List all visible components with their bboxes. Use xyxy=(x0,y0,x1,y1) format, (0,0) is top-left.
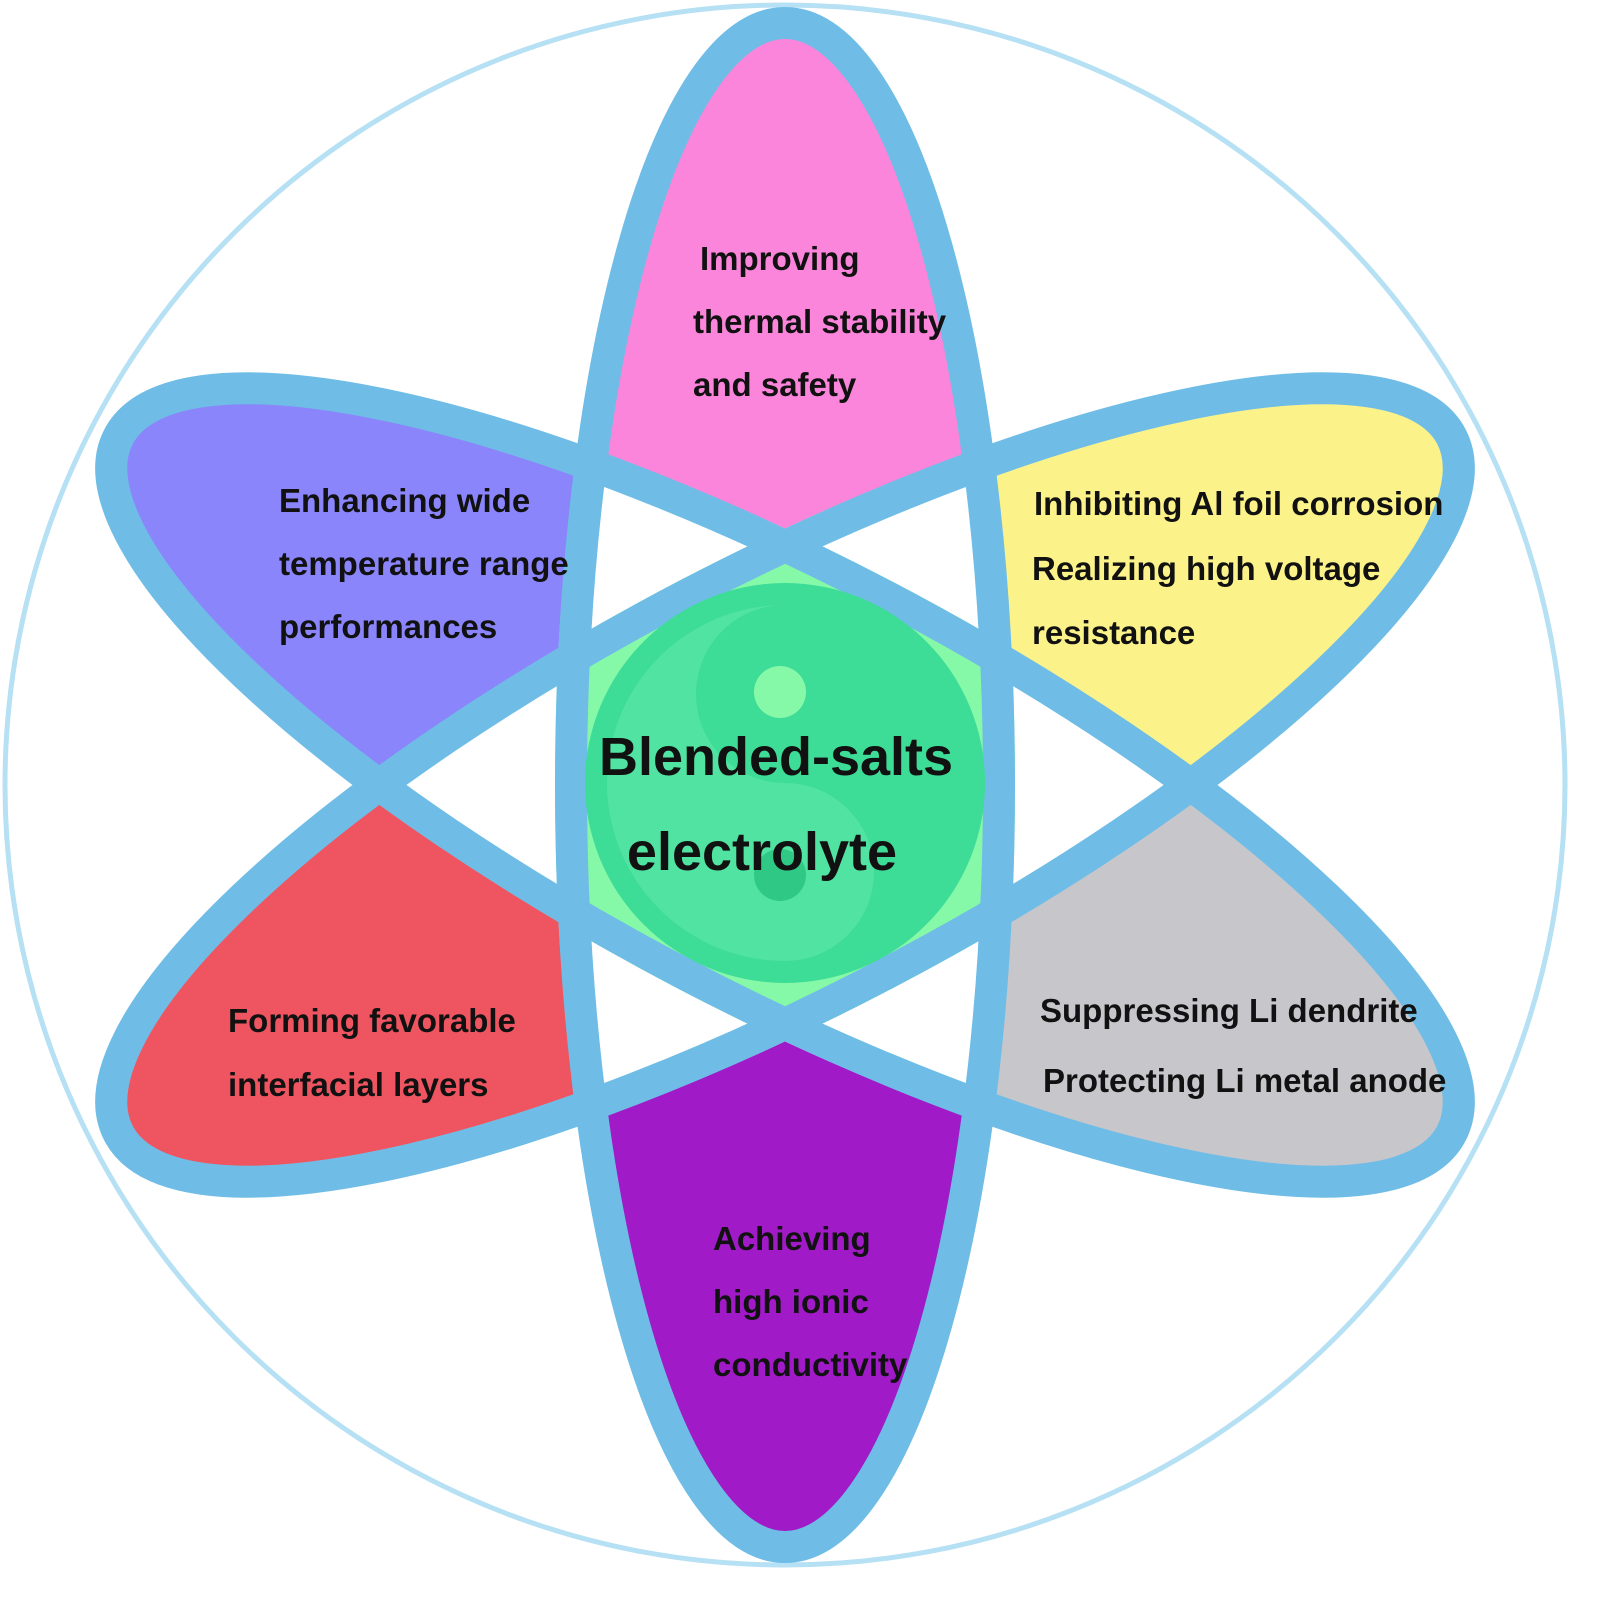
svg-text:high ionic: high ionic xyxy=(713,1283,869,1320)
orbit-descending xyxy=(95,372,1475,1198)
orbits xyxy=(95,7,1475,1563)
petal-bottom-label: Achieving high ionic conductivity xyxy=(713,1220,908,1383)
outer-circle xyxy=(2,2,1568,1568)
petal-upper-right-label: Inhibiting Al foil corrosion Realizing h… xyxy=(1032,485,1443,651)
svg-text:Achieving: Achieving xyxy=(713,1220,871,1257)
svg-text:Enhancing wide: Enhancing wide xyxy=(279,482,530,519)
petal-lower-left-label: Forming favorable interfacial layers xyxy=(228,1002,516,1103)
orbit-vertical xyxy=(555,7,1015,1563)
svg-text:performances: performances xyxy=(279,608,497,645)
svg-text:Protecting Li metal anode: Protecting Li metal anode xyxy=(1043,1062,1446,1099)
orbit-ascending xyxy=(95,372,1475,1198)
svg-text:Blended-salts: Blended-salts xyxy=(599,727,953,787)
svg-text:resistance: resistance xyxy=(1032,614,1195,651)
svg-text:Improving: Improving xyxy=(700,240,860,277)
svg-text:thermal stability: thermal stability xyxy=(693,303,947,340)
petal-top-label: Improving thermal stability and safety xyxy=(693,240,947,403)
petal-upper-left-label: Enhancing wide temperature range perform… xyxy=(279,482,569,645)
svg-text:Suppressing Li dendrite: Suppressing Li dendrite xyxy=(1040,992,1418,1029)
yin-yang-icon xyxy=(585,583,985,983)
petal-lower-right-label: Suppressing Li dendrite Protecting Li me… xyxy=(1040,992,1446,1099)
svg-text:and safety: and safety xyxy=(693,366,857,403)
svg-text:interfacial layers: interfacial layers xyxy=(228,1066,489,1103)
svg-text:conductivity: conductivity xyxy=(713,1346,908,1383)
svg-text:Inhibiting Al foil corrosion: Inhibiting Al foil corrosion xyxy=(1034,485,1443,522)
svg-text:electrolyte: electrolyte xyxy=(627,822,897,882)
svg-text:temperature range: temperature range xyxy=(279,545,569,582)
center-title: Blended-salts electrolyte xyxy=(599,727,953,882)
svg-text:Realizing high voltage: Realizing high voltage xyxy=(1032,550,1380,587)
svg-text:Forming favorable: Forming favorable xyxy=(228,1002,516,1039)
